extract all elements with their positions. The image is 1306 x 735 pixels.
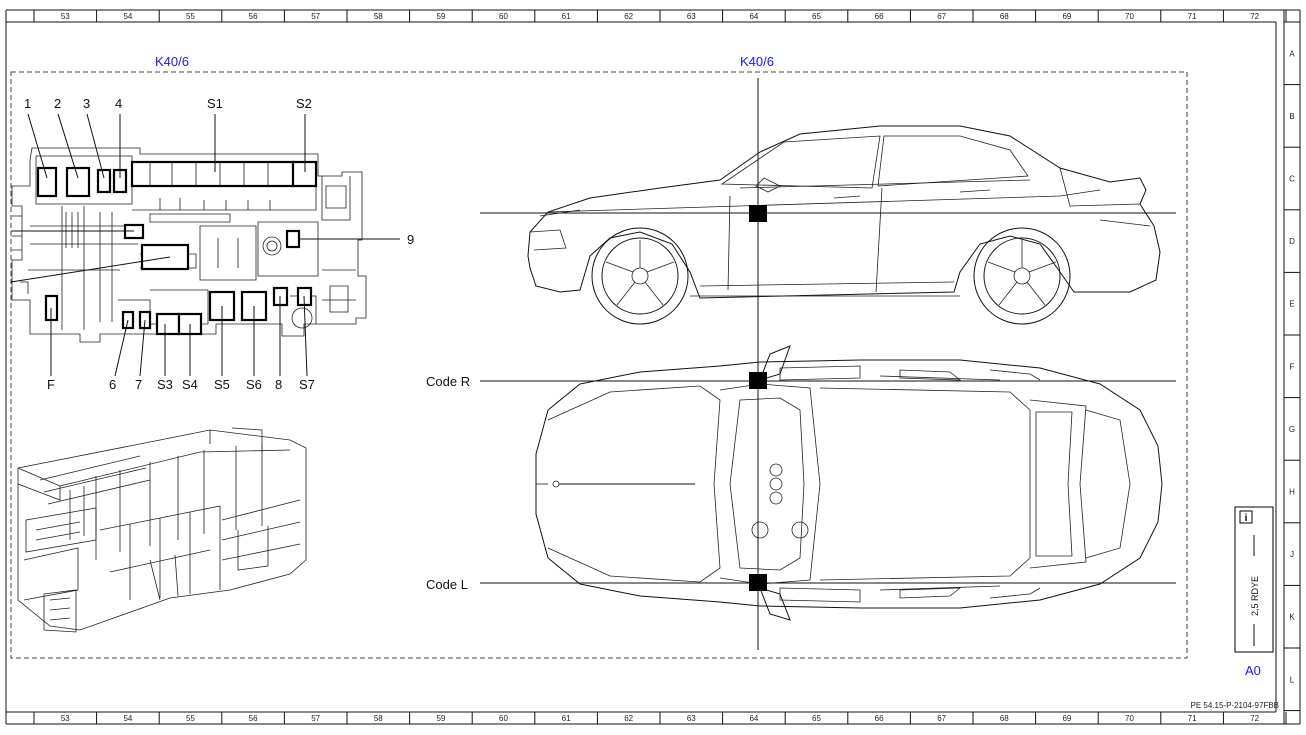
column-label: 70 <box>1125 714 1134 723</box>
column-label: 56 <box>249 12 258 21</box>
column-label: 57 <box>311 12 320 21</box>
column-label: 68 <box>1000 714 1009 723</box>
label-4: 4 <box>115 96 122 111</box>
fuse-labels-top: 1 2 3 4 S1 S2 <box>24 96 312 111</box>
column-label: 63 <box>687 12 696 21</box>
fuse-labels-bottom: F 6 7 S3 S4 S5 S6 8 S7 <box>47 377 315 392</box>
dashed-region <box>10 71 1188 659</box>
document-id: PE 54.15-P-2104-97FBB <box>1191 701 1280 710</box>
code-l-label: Code L <box>426 577 468 592</box>
column-label: 63 <box>687 714 696 723</box>
row-label: K <box>1289 613 1295 622</box>
label-s7: S7 <box>299 377 315 392</box>
label-s1: S1 <box>207 96 223 111</box>
column-label: 55 <box>186 12 195 21</box>
column-label: 61 <box>562 12 571 21</box>
row-label: G <box>1289 425 1295 434</box>
column-label: 54 <box>123 714 132 723</box>
column-label: 58 <box>374 12 383 21</box>
row-label: C <box>1289 175 1295 184</box>
column-label: 71 <box>1188 714 1197 723</box>
label-9: 9 <box>407 232 414 247</box>
row-label: A <box>1289 49 1295 58</box>
code-r-label: Code R <box>426 374 470 389</box>
column-labels-bottom: 53 54 55 56 57 58 59 60 61 62 63 64 65 66 67 68 69 70 71 72 <box>61 714 1260 723</box>
wire-label: 2,5 RDYE <box>1250 576 1260 616</box>
label-s4: S4 <box>182 377 198 392</box>
column-label: 64 <box>749 12 758 21</box>
row-label: F <box>1290 362 1295 371</box>
column-label: 69 <box>1062 12 1071 21</box>
column-label: 69 <box>1062 714 1071 723</box>
column-label: 60 <box>499 714 508 723</box>
column-ticks-top <box>33 10 1287 22</box>
label-3: 3 <box>83 96 90 111</box>
column-ticks-bottom <box>33 712 1287 724</box>
label-8: 8 <box>275 377 282 392</box>
fuse-box-top-view <box>10 113 400 377</box>
column-label: 56 <box>249 714 258 723</box>
column-label: 57 <box>311 714 320 723</box>
column-label: 62 <box>624 12 633 21</box>
legend-ref: A0 <box>1245 663 1261 678</box>
drawing-frame <box>5 9 1301 725</box>
title-left: K40/6 <box>155 54 189 69</box>
title-right: K40/6 <box>740 54 774 69</box>
column-label: 72 <box>1250 12 1259 21</box>
column-label: 62 <box>624 714 633 723</box>
label-6: 6 <box>109 377 116 392</box>
column-label: 67 <box>937 714 946 723</box>
row-label: B <box>1289 112 1294 121</box>
column-label: 66 <box>875 714 884 723</box>
column-label: 59 <box>436 714 445 723</box>
column-label: 54 <box>123 12 132 21</box>
column-label: 61 <box>562 714 571 723</box>
info-icon <box>1239 510 1253 524</box>
column-label: 55 <box>186 714 195 723</box>
label-s3: S3 <box>157 377 173 392</box>
column-label: 65 <box>812 714 821 723</box>
label-2: 2 <box>54 96 61 111</box>
car-top-view <box>480 345 1176 621</box>
column-label: 58 <box>374 714 383 723</box>
column-label: 70 <box>1125 12 1134 21</box>
column-label: 72 <box>1250 714 1259 723</box>
row-label: L <box>1290 675 1295 684</box>
label-7: 7 <box>135 377 142 392</box>
column-label: 59 <box>436 12 445 21</box>
column-labels-top: 53 54 55 56 57 58 59 60 61 62 63 64 65 66 67 68 69 70 71 72 <box>61 12 1260 21</box>
row-labels: A B C D E F G H J K L <box>1289 49 1295 684</box>
label-s2: S2 <box>296 96 312 111</box>
row-label: D <box>1289 237 1295 246</box>
column-label: 65 <box>812 12 821 21</box>
column-label: 67 <box>937 12 946 21</box>
wire-legend: i 2,5 RDYE <box>1234 506 1274 653</box>
label-1: 1 <box>24 96 31 111</box>
row-label: J <box>1290 550 1294 559</box>
column-label: 53 <box>61 12 70 21</box>
fuse-box-3d-view <box>17 427 307 633</box>
label-s5: S5 <box>214 377 230 392</box>
column-label: 64 <box>749 714 758 723</box>
column-label: 60 <box>499 12 508 21</box>
info-icon-glyph: i <box>1245 513 1248 524</box>
column-label: 68 <box>1000 12 1009 21</box>
column-label: 66 <box>875 12 884 21</box>
row-ticks <box>1284 21 1300 712</box>
column-label: 71 <box>1188 12 1197 21</box>
column-label: 53 <box>61 714 70 723</box>
car-side-view <box>480 78 1176 650</box>
row-label: H <box>1289 488 1295 497</box>
label-s6: S6 <box>246 377 262 392</box>
label-f: F <box>47 377 55 392</box>
row-label: E <box>1289 300 1294 309</box>
